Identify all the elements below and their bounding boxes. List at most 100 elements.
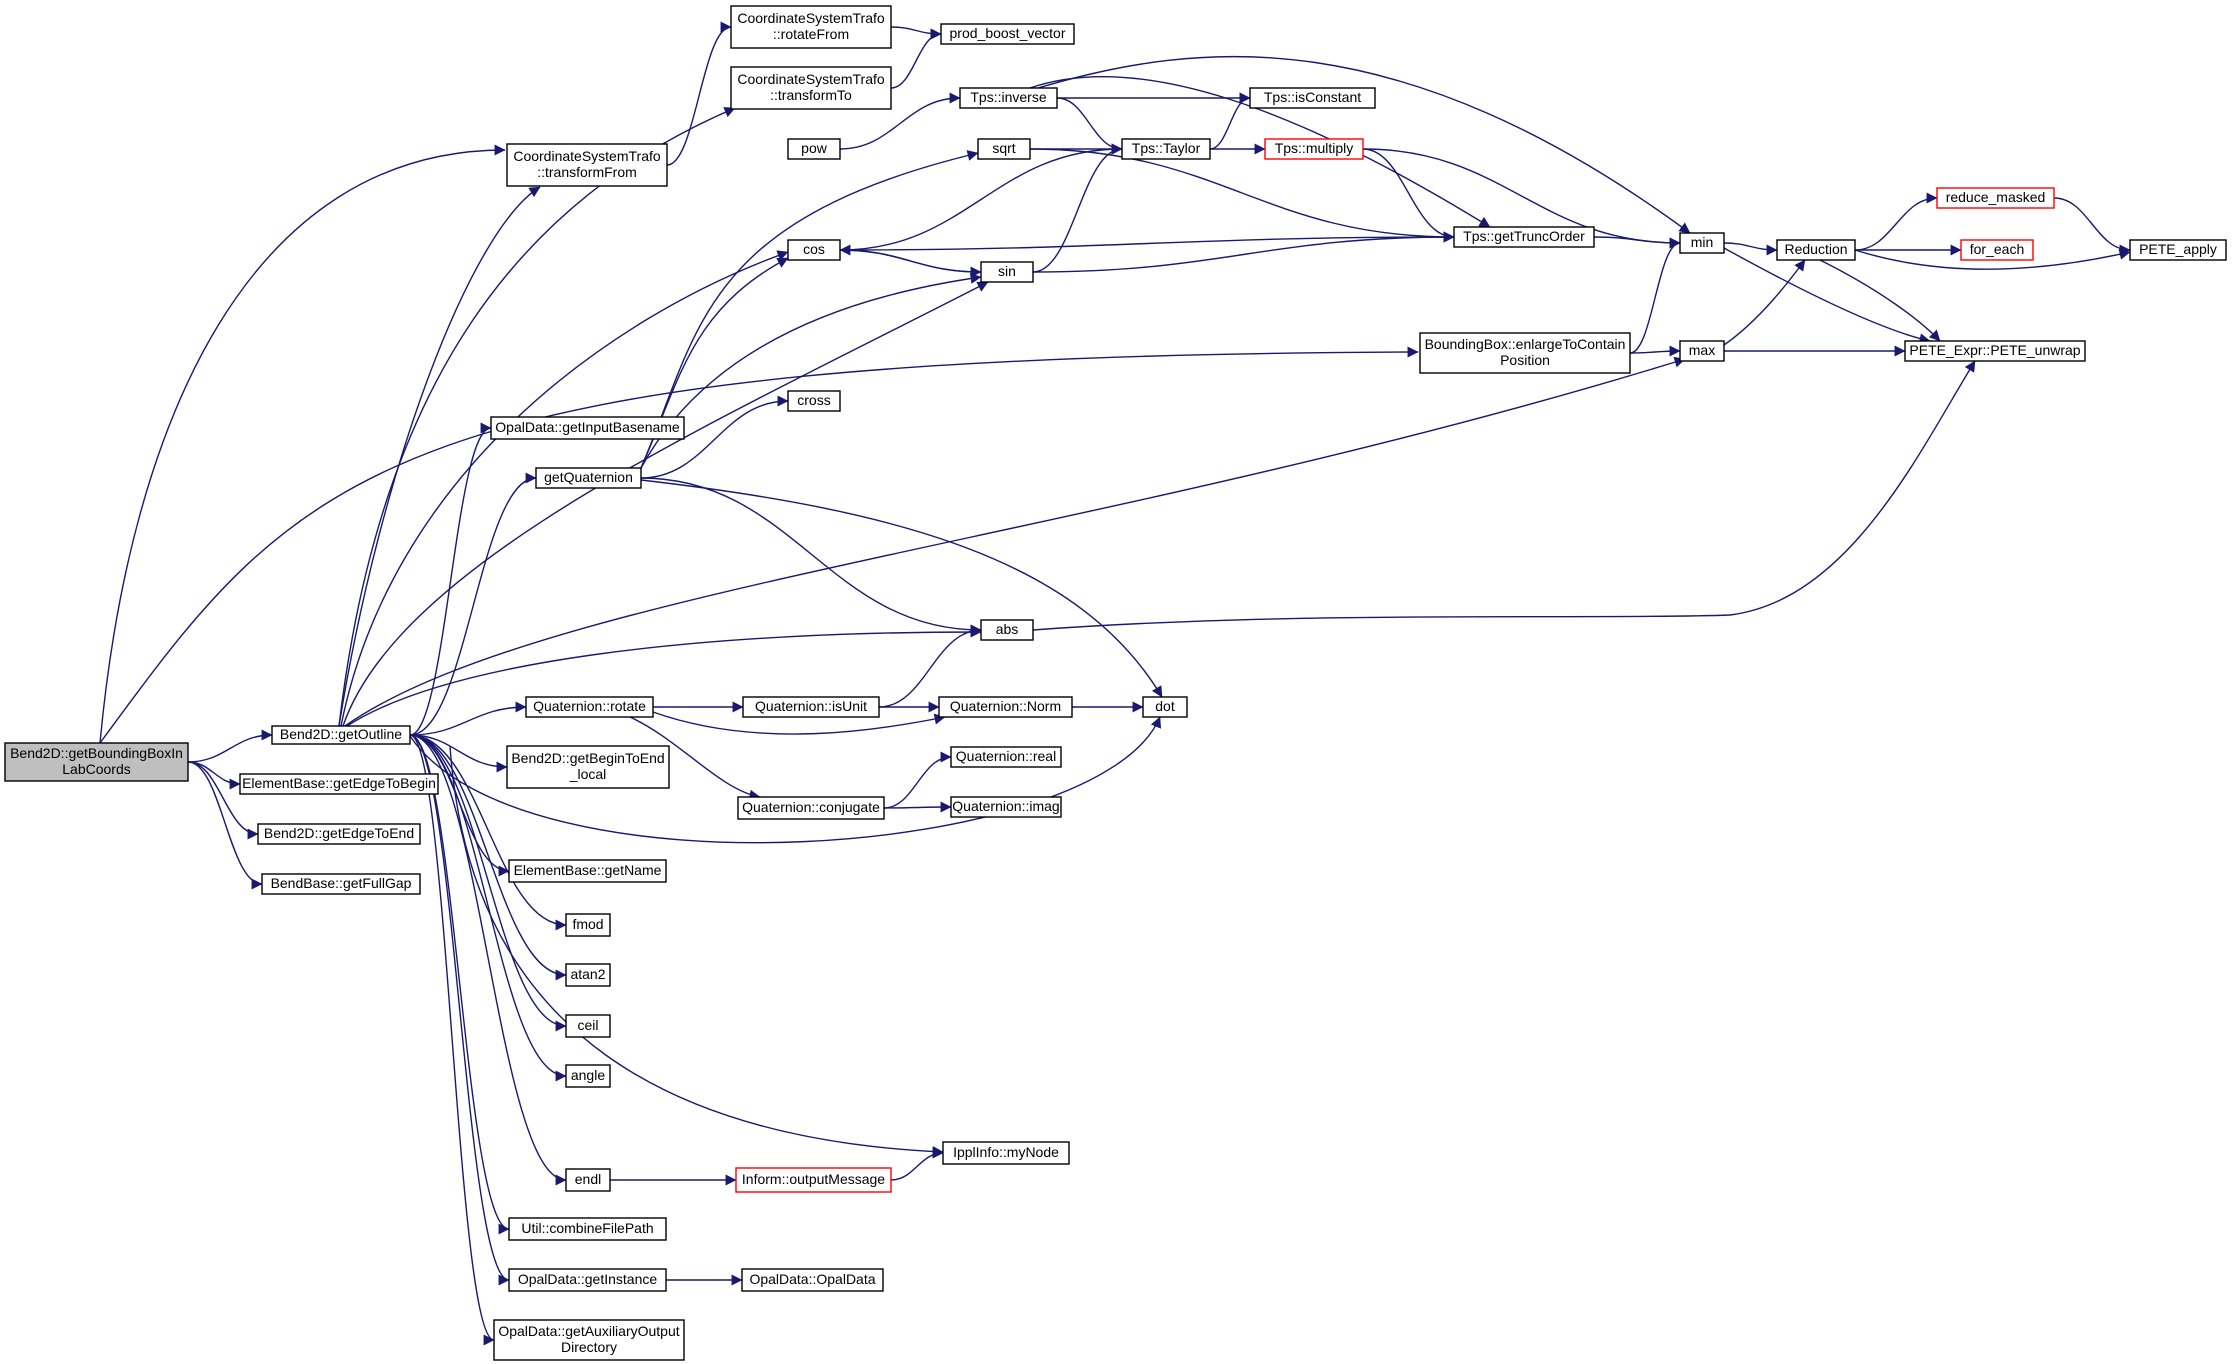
edge-cos-to-tpsTaylor bbox=[839, 143, 1123, 251]
node-sin[interactable]: sin bbox=[980, 261, 1034, 283]
node-box bbox=[1679, 232, 1725, 254]
node-label: pow bbox=[801, 140, 828, 156]
node-label: fmod bbox=[572, 916, 603, 932]
node-forEach[interactable]: for_each bbox=[1960, 239, 2034, 261]
edge-min-to-peteUnwrap bbox=[1723, 247, 1931, 345]
node-inputBasename[interactable]: OpalData::getInputBasename bbox=[490, 416, 685, 440]
node-tpsMultiply[interactable]: Tps::multiply bbox=[1264, 138, 1364, 160]
node-cos[interactable]: cos bbox=[787, 239, 841, 261]
node-box bbox=[787, 239, 841, 261]
edge-cos-to-getTruncOrder bbox=[839, 231, 1455, 251]
node-transformFrom[interactable]: CoordinateSystemTrafo::transformFrom bbox=[506, 143, 668, 187]
edge-root-to-fullGap bbox=[187, 761, 263, 890]
node-angle[interactable]: angle bbox=[565, 1064, 611, 1088]
edge-root-to-edgeEnd bbox=[187, 761, 259, 840]
node-fmod[interactable]: fmod bbox=[565, 913, 611, 937]
edge-root-to-edgeBegin bbox=[187, 761, 241, 790]
edge-path bbox=[629, 716, 761, 801]
node-atan2[interactable]: atan2 bbox=[565, 963, 611, 987]
edge-tpsInverse-to-tpsTaylor bbox=[1056, 97, 1123, 155]
node-label: OpalData::OpalData bbox=[749, 1271, 875, 1287]
node-beginToEnd[interactable]: Bend2D::getBeginToEnd_local bbox=[506, 745, 670, 789]
node-opalData[interactable]: OpalData::OpalData bbox=[741, 1268, 884, 1292]
edge-tpsTaylor-to-tpsIsConstant bbox=[1209, 92, 1251, 150]
node-label: ElementBase::getName bbox=[514, 862, 662, 878]
node-label: Tps::inverse bbox=[970, 89, 1046, 105]
node-rotateFrom[interactable]: CoordinateSystemTrafo::rotateFrom bbox=[730, 5, 892, 49]
node-label: Tps::multiply bbox=[1275, 140, 1354, 156]
node-qImag[interactable]: Quaternion::imag bbox=[950, 796, 1062, 818]
node-transformTo[interactable]: CoordinateSystemTrafo::transformTo bbox=[730, 66, 892, 110]
node-box bbox=[940, 23, 1075, 45]
edge-path bbox=[1056, 97, 1123, 155]
edge-path bbox=[344, 356, 1686, 727]
node-qNorm[interactable]: Quaternion::Norm bbox=[938, 696, 1073, 718]
node-getName[interactable]: ElementBase::getName bbox=[508, 859, 667, 883]
edge-abs-to-peteUnwrap bbox=[1032, 360, 1976, 631]
edge-path bbox=[449, 745, 944, 1158]
node-peteApply[interactable]: PETE_apply bbox=[2129, 239, 2227, 261]
edge-getOutline-to-combinePath bbox=[409, 734, 510, 1235]
node-peteUnwrap[interactable]: PETE_Expr::PETE_unwrap bbox=[1904, 340, 2086, 362]
node-abs[interactable]: abs bbox=[980, 619, 1034, 641]
node-max[interactable]: max bbox=[1679, 340, 1725, 362]
node-label: ceil bbox=[577, 1017, 598, 1033]
node-label: _local bbox=[569, 766, 607, 782]
node-label: CoordinateSystemTrafo bbox=[513, 148, 661, 164]
edge-getOutline-to-angle bbox=[409, 734, 567, 1082]
node-label: CoordinateSystemTrafo bbox=[737, 10, 885, 26]
node-min[interactable]: min bbox=[1679, 232, 1725, 254]
node-box bbox=[1776, 239, 1856, 261]
node-tpsTaylor[interactable]: Tps::Taylor bbox=[1121, 138, 1211, 160]
node-fullGap[interactable]: BendBase::getFullGap bbox=[261, 873, 421, 895]
node-endl[interactable]: endl bbox=[565, 1168, 611, 1192]
node-label: Position bbox=[1500, 352, 1550, 368]
edge-path bbox=[883, 801, 952, 813]
node-label: BendBase::getFullGap bbox=[271, 875, 412, 891]
edge-path bbox=[99, 346, 1419, 744]
node-getInstance[interactable]: OpalData::getInstance bbox=[508, 1268, 667, 1292]
node-reduction[interactable]: Reduction bbox=[1776, 239, 1856, 261]
node-getOutline[interactable]: Bend2D::getOutline bbox=[271, 725, 411, 745]
node-prodBoost[interactable]: prod_boost_vector bbox=[940, 23, 1075, 45]
node-qReal[interactable]: Quaternion::real bbox=[950, 746, 1062, 768]
node-sqrt[interactable]: sqrt bbox=[977, 138, 1031, 160]
node-pow[interactable]: pow bbox=[787, 138, 841, 160]
edge-root-to-transformFrom bbox=[99, 144, 506, 744]
edge-path bbox=[1723, 242, 1778, 256]
node-outputMessage[interactable]: Inform::outputMessage bbox=[735, 1167, 892, 1193]
node-edgeEnd[interactable]: Bend2D::getEdgeToEnd bbox=[257, 823, 421, 845]
node-label: for_each bbox=[1970, 241, 2024, 257]
node-box bbox=[506, 143, 668, 187]
node-qRotate[interactable]: Quaternion::rotate bbox=[525, 696, 654, 718]
node-dot[interactable]: dot bbox=[1142, 696, 1188, 718]
node-qConjugate[interactable]: Quaternion::conjugate bbox=[737, 796, 885, 820]
edge-path bbox=[1209, 92, 1251, 150]
node-reduceMasked[interactable]: reduce_masked bbox=[1936, 187, 2055, 209]
edge-sin-to-getTruncOrder bbox=[1032, 231, 1455, 273]
node-box bbox=[1904, 340, 2086, 362]
node-myNode[interactable]: IpplInfo::myNode bbox=[942, 1141, 1070, 1165]
node-label: Quaternion::conjugate bbox=[742, 799, 880, 815]
edge-path bbox=[409, 734, 510, 1286]
node-ceil[interactable]: ceil bbox=[565, 1014, 611, 1038]
edge-reduction-to-peteApply bbox=[1854, 248, 2131, 270]
node-label: PETE_Expr::PETE_unwrap bbox=[1909, 342, 2080, 358]
node-cross[interactable]: cross bbox=[787, 390, 841, 412]
edge-getOutline-to-getInstance bbox=[409, 734, 510, 1286]
node-edgeBegin[interactable]: ElementBase::getEdgeToBegin bbox=[239, 773, 439, 795]
node-getQuaternion[interactable]: getQuaternion bbox=[535, 467, 642, 489]
node-label: IpplInfo::myNode bbox=[953, 1144, 1059, 1160]
node-getTruncOrder[interactable]: Tps::getTruncOrder bbox=[1453, 226, 1595, 248]
node-box bbox=[1679, 340, 1725, 362]
edge-path bbox=[409, 734, 567, 981]
node-label: reduce_masked bbox=[1946, 189, 2046, 205]
node-combinePath[interactable]: Util::combineFilePath bbox=[508, 1217, 667, 1241]
node-qIsUnit[interactable]: Quaternion::isUnit bbox=[742, 696, 880, 718]
node-tpsIsConstant[interactable]: Tps::isConstant bbox=[1249, 87, 1376, 109]
node-tpsInverse[interactable]: Tps::inverse bbox=[959, 87, 1058, 109]
